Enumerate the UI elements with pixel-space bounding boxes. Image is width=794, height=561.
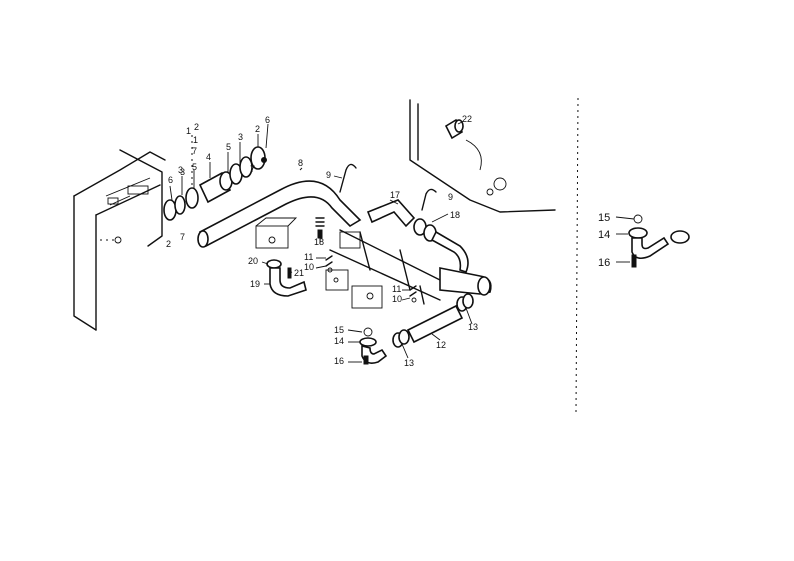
label-3b: 3	[238, 132, 243, 142]
label-1: 1	[186, 126, 191, 136]
label-13a: 13	[404, 358, 414, 368]
main-hose	[197, 180, 362, 248]
label-8: 8	[298, 158, 303, 168]
label-15-inset: 15	[598, 212, 610, 224]
label-12: 12	[436, 340, 446, 350]
hook-left	[339, 163, 357, 193]
label-9b: 9	[448, 192, 453, 202]
label-4: 4	[206, 152, 211, 162]
valve-left	[255, 217, 298, 249]
label-15: 15	[334, 325, 344, 335]
label-10b: 10	[392, 294, 402, 304]
bolts-10-11	[325, 255, 425, 305]
label-5b: 5	[226, 142, 231, 152]
label-16-inset: 16	[598, 257, 610, 269]
left-cabinet	[73, 149, 166, 331]
inset-fitting	[628, 214, 690, 268]
label-17: 17	[390, 190, 400, 200]
label-13b: 13	[468, 322, 478, 332]
label-21: 21	[294, 268, 304, 278]
label-2c: 2	[166, 239, 171, 249]
label-11a: 11	[304, 252, 313, 262]
lower-fitting	[359, 327, 388, 365]
part-labels: 1 2 7 1 3 4 5 3 2 6 6 3 5 2 7 7 8 9 9 17…	[166, 114, 610, 368]
label-6a: 6	[265, 115, 270, 125]
hook-right	[421, 188, 437, 211]
label-3c: 3	[178, 165, 183, 175]
label-7: 7	[192, 146, 197, 156]
label-6b: 6	[168, 175, 173, 185]
label-19: 19	[250, 279, 260, 289]
label-5a: 5	[192, 162, 197, 172]
elbow-19	[266, 259, 307, 297]
label-1b: 1	[193, 135, 198, 145]
coupling-stack	[163, 135, 267, 221]
leader-lines	[169, 121, 635, 363]
label-2: 2	[194, 122, 199, 132]
label-14-inset: 14	[598, 229, 610, 241]
label-14: 14	[334, 336, 344, 346]
section-divider	[575, 97, 579, 413]
label-20: 20	[248, 256, 258, 266]
center-manifold	[325, 199, 492, 309]
label-7c: 7	[250, 164, 255, 174]
label-9a: 9	[326, 170, 331, 180]
right-housing	[409, 99, 556, 213]
label-18b: 18	[314, 237, 324, 247]
label-10a: 10	[304, 262, 314, 272]
label-16: 16	[334, 356, 344, 366]
label-2b: 2	[255, 124, 260, 134]
hose-12	[392, 293, 474, 348]
label-7b: 7	[180, 232, 185, 242]
label-18a: 18	[450, 210, 460, 220]
label-3a: 3	[180, 167, 185, 177]
label-11b: 11	[392, 284, 401, 294]
label-22: 22	[462, 114, 472, 124]
